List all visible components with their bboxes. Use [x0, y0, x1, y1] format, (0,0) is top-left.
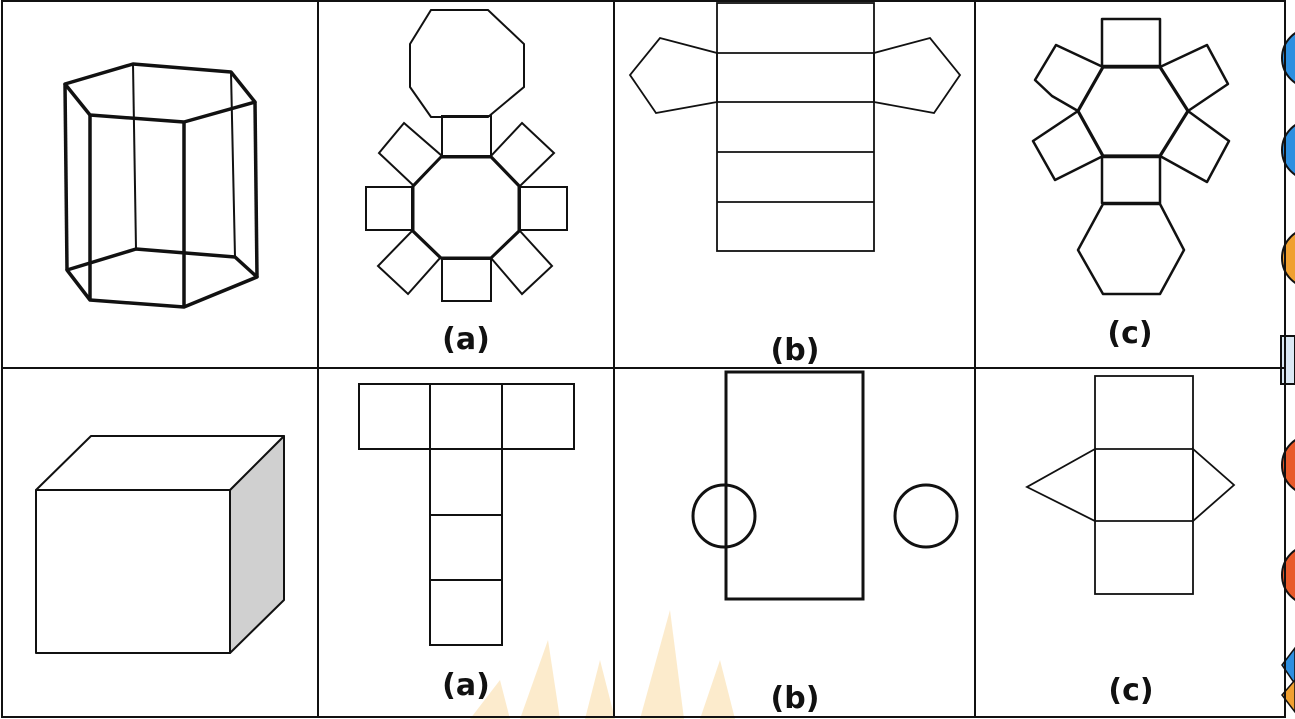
pentagon-net-icon: [628, 2, 962, 252]
hexagon-net-icon: [1031, 17, 1231, 296]
badge-blue-icon: [1281, 124, 1295, 176]
label-c-row1: (c): [1107, 316, 1152, 351]
side-badges: [1280, 32, 1295, 714]
label-b-row1: (b): [771, 333, 820, 368]
label-a-row2: (a): [442, 668, 490, 703]
triangular-net-icon: [1025, 375, 1236, 595]
cylinder-net-icon: [691, 370, 959, 601]
badge-box-icon: [1280, 335, 1295, 385]
cuboid-icon: [35, 435, 285, 654]
cross-net-icon: [358, 383, 575, 646]
hexagonal-prism-icon: [63, 62, 259, 309]
badge-orange-icon: [1281, 232, 1295, 284]
label-a-row1: (a): [442, 322, 490, 357]
watermark-rays: [470, 610, 735, 719]
octagon-net-icon: [365, 9, 568, 302]
badge-blue-icon: [1281, 32, 1295, 84]
badge-red-icon: [1281, 549, 1295, 601]
label-c-row2: (c): [1108, 673, 1153, 708]
badge-red-icon: [1281, 439, 1295, 491]
label-b-row2: (b): [771, 681, 820, 716]
